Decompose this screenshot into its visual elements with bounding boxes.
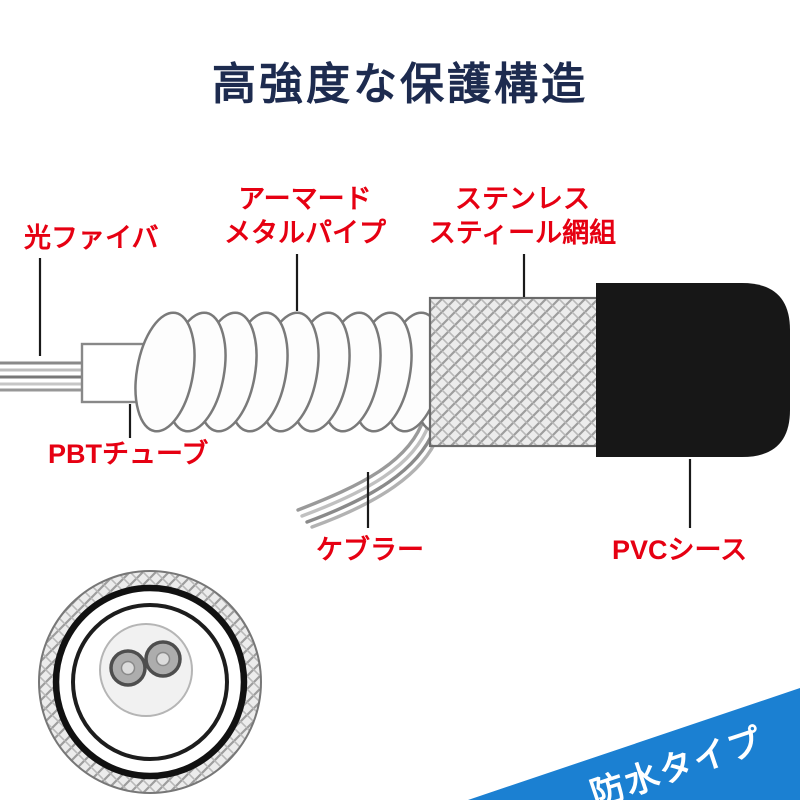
- waterproof-banner-shape: [468, 688, 800, 800]
- label-armored-line2: メタルパイプ: [224, 217, 386, 248]
- label-stainless-line1: ステンレス: [455, 184, 590, 214]
- optical-fiber-strands: [0, 361, 96, 392]
- stainless-braid-section: [428, 296, 600, 448]
- label-armored-metal-pipe: アーマード メタルパイプ: [200, 183, 410, 251]
- pvc-sheath-shape: [596, 283, 790, 457]
- label-stainless-line2: スティール網組: [428, 217, 617, 248]
- label-kevlar: ケブラー: [316, 535, 424, 565]
- label-armored-line1: アーマード: [238, 184, 372, 214]
- page-title: 高強度な保護構造: [212, 60, 588, 109]
- label-pvc-sheath: PVCシース: [612, 535, 748, 565]
- label-optical-fiber: 光ファイバ: [24, 223, 159, 253]
- leader-lines: [38, 254, 692, 528]
- armored-metal-pipe-coil: [134, 311, 475, 433]
- label-stainless-braid: ステンレス スティール網組: [400, 183, 645, 251]
- label-pbt-tube: PBTチューブ: [48, 439, 209, 469]
- kevlar-strands: [296, 416, 440, 529]
- cable-cross-section: [38, 570, 262, 794]
